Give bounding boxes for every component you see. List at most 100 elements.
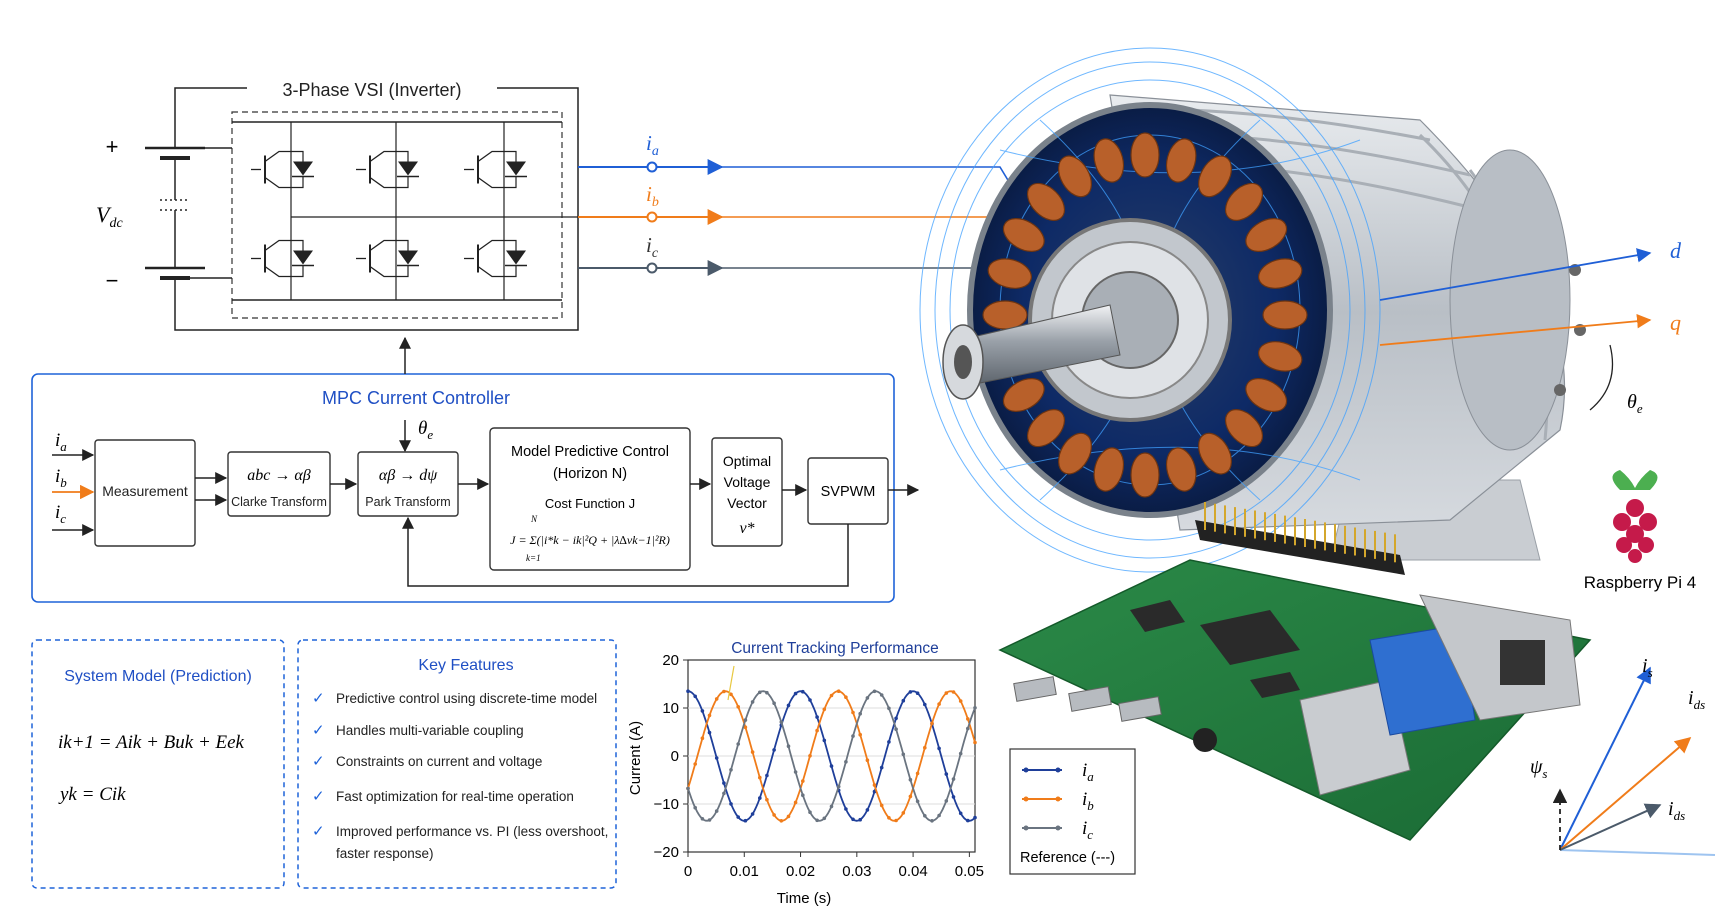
copper-coil: [1026, 182, 1066, 221]
y-tick-label: −10: [654, 796, 679, 813]
copper-coil: [1224, 182, 1264, 221]
series-point-ib: [772, 813, 776, 817]
igbt-switch: [356, 239, 419, 278]
feature-item-6: faster response): [336, 846, 434, 861]
series-point-ib: [693, 762, 697, 766]
series-point-ic: [958, 751, 963, 756]
x-tick-label: 0: [684, 863, 692, 880]
series-point-ic: [822, 816, 827, 821]
series-point-ib: [901, 811, 906, 815]
feature-item-5: Improved performance vs. PI (less oversh…: [336, 824, 608, 839]
series-point-ia: [973, 815, 977, 820]
series-point-ib: [743, 725, 748, 729]
x-tick-label: 0.02: [786, 863, 815, 880]
series-point-ic: [901, 752, 906, 757]
series-point-ib: [908, 794, 913, 799]
series-point-ib: [915, 771, 920, 776]
pi-soc-chip: [1200, 610, 1300, 665]
feature-item-3: Constraints on current and voltage: [336, 754, 542, 769]
optimal-voltage-block: [711, 437, 783, 547]
input-ia: ia: [55, 430, 67, 454]
series-point-ic: [686, 786, 690, 791]
system-model-title: System Model (Prediction): [64, 668, 252, 685]
series-point-ib: [750, 750, 755, 754]
copper-coil: [1026, 409, 1066, 448]
series-point-ib: [923, 745, 927, 750]
series-point-ib: [872, 783, 877, 787]
mpc-block: [489, 427, 691, 571]
system-model-section: System Model (Prediction) ik+1 = Aik + B…: [31, 639, 285, 889]
inverter-switch-box: [231, 111, 563, 319]
series-point-ic: [858, 711, 862, 716]
cost-formula: J = Σ(|i*k − ik|²Q + |λ∆vk−1|²R): [510, 533, 670, 547]
phase-outputs: ia ib ic: [291, 131, 1031, 301]
vector-ids-label-1: ids: [1688, 687, 1705, 712]
series-point-ic: [736, 742, 740, 746]
ia-output-label: ia: [646, 131, 659, 159]
model-equation-2: yk = Cik: [58, 784, 126, 805]
series-point-ib: [765, 797, 769, 802]
series-point-ib: [736, 705, 740, 709]
series-point-ic: [851, 734, 855, 738]
series-point-ia: [894, 716, 898, 721]
current-tracking-chart: Current Tracking Performance Time (s) Cu…: [627, 640, 1136, 907]
mpc-title: MPC Current Controller: [322, 388, 510, 408]
series-point-ic: [844, 760, 848, 764]
feature-item-1: Predictive control using discrete-time m…: [336, 691, 597, 706]
series-point-ic: [700, 817, 705, 821]
copper-coil: [1224, 409, 1264, 448]
series-point-ic: [951, 777, 956, 781]
legend-label-ic: ic: [1082, 818, 1093, 842]
cost-function-label: Cost Function J: [545, 496, 635, 511]
copper-coil: [1130, 132, 1160, 178]
series-point-ic: [793, 770, 798, 774]
series-point-ia: [736, 815, 740, 819]
dc-plus-sign: +: [106, 134, 119, 159]
series-point-ia: [901, 698, 906, 703]
series-point-ic: [915, 799, 920, 804]
y-tick-label: 0: [671, 748, 679, 765]
series-point-ic: [808, 810, 812, 814]
series-point-ib: [958, 699, 963, 703]
park-label: Park Transform: [365, 495, 450, 509]
series-point-ia: [743, 818, 748, 823]
series-point-ib: [722, 689, 726, 694]
series-point-ib: [973, 740, 977, 745]
series-point-ib: [707, 713, 712, 718]
series-point-ia: [700, 709, 705, 713]
series-point-ib: [844, 695, 848, 699]
series-point-ia: [722, 781, 726, 785]
check-icon: ✓: [312, 788, 325, 805]
series-point-ia: [844, 807, 848, 811]
series-point-ib: [836, 689, 841, 693]
key-features-section: Key Features ✓ Predictive control using …: [297, 639, 617, 889]
series-point-ia: [915, 691, 920, 695]
series-point-ib: [793, 800, 798, 805]
model-equation-1: ik+1 = Aik + Buk + Eek: [58, 732, 245, 753]
series-point-ib: [714, 697, 719, 701]
series-point-ia: [858, 817, 862, 822]
copper-coils: [982, 132, 1308, 498]
series-point-ic: [966, 726, 970, 731]
y-tick-label: −20: [654, 844, 679, 861]
x-tick-label: 0.03: [842, 863, 871, 880]
series-point-ib: [700, 736, 705, 740]
sum-top: N: [530, 514, 538, 524]
raspberry-logo-icon: [1612, 470, 1658, 563]
copper-coil: [1198, 155, 1232, 198]
series-point-ia: [758, 796, 762, 800]
input-ic: ic: [55, 502, 66, 526]
series-point-ib: [879, 803, 884, 808]
series-point-ib: [937, 702, 941, 706]
series-point-ib: [786, 814, 791, 819]
series-point-ib: [858, 732, 862, 737]
dc-minus-sign: −: [106, 268, 119, 293]
series-point-ia: [944, 772, 949, 776]
copper-coil: [1245, 378, 1288, 412]
theta-e-input: θe: [418, 418, 433, 442]
vector-is-label: is: [1642, 655, 1653, 680]
y-tick-label: 20: [662, 652, 679, 669]
inverter-title: 3-Phase VSI (Inverter): [282, 80, 461, 100]
motor-endcap: [1449, 149, 1571, 451]
series-point-ic: [836, 784, 841, 789]
